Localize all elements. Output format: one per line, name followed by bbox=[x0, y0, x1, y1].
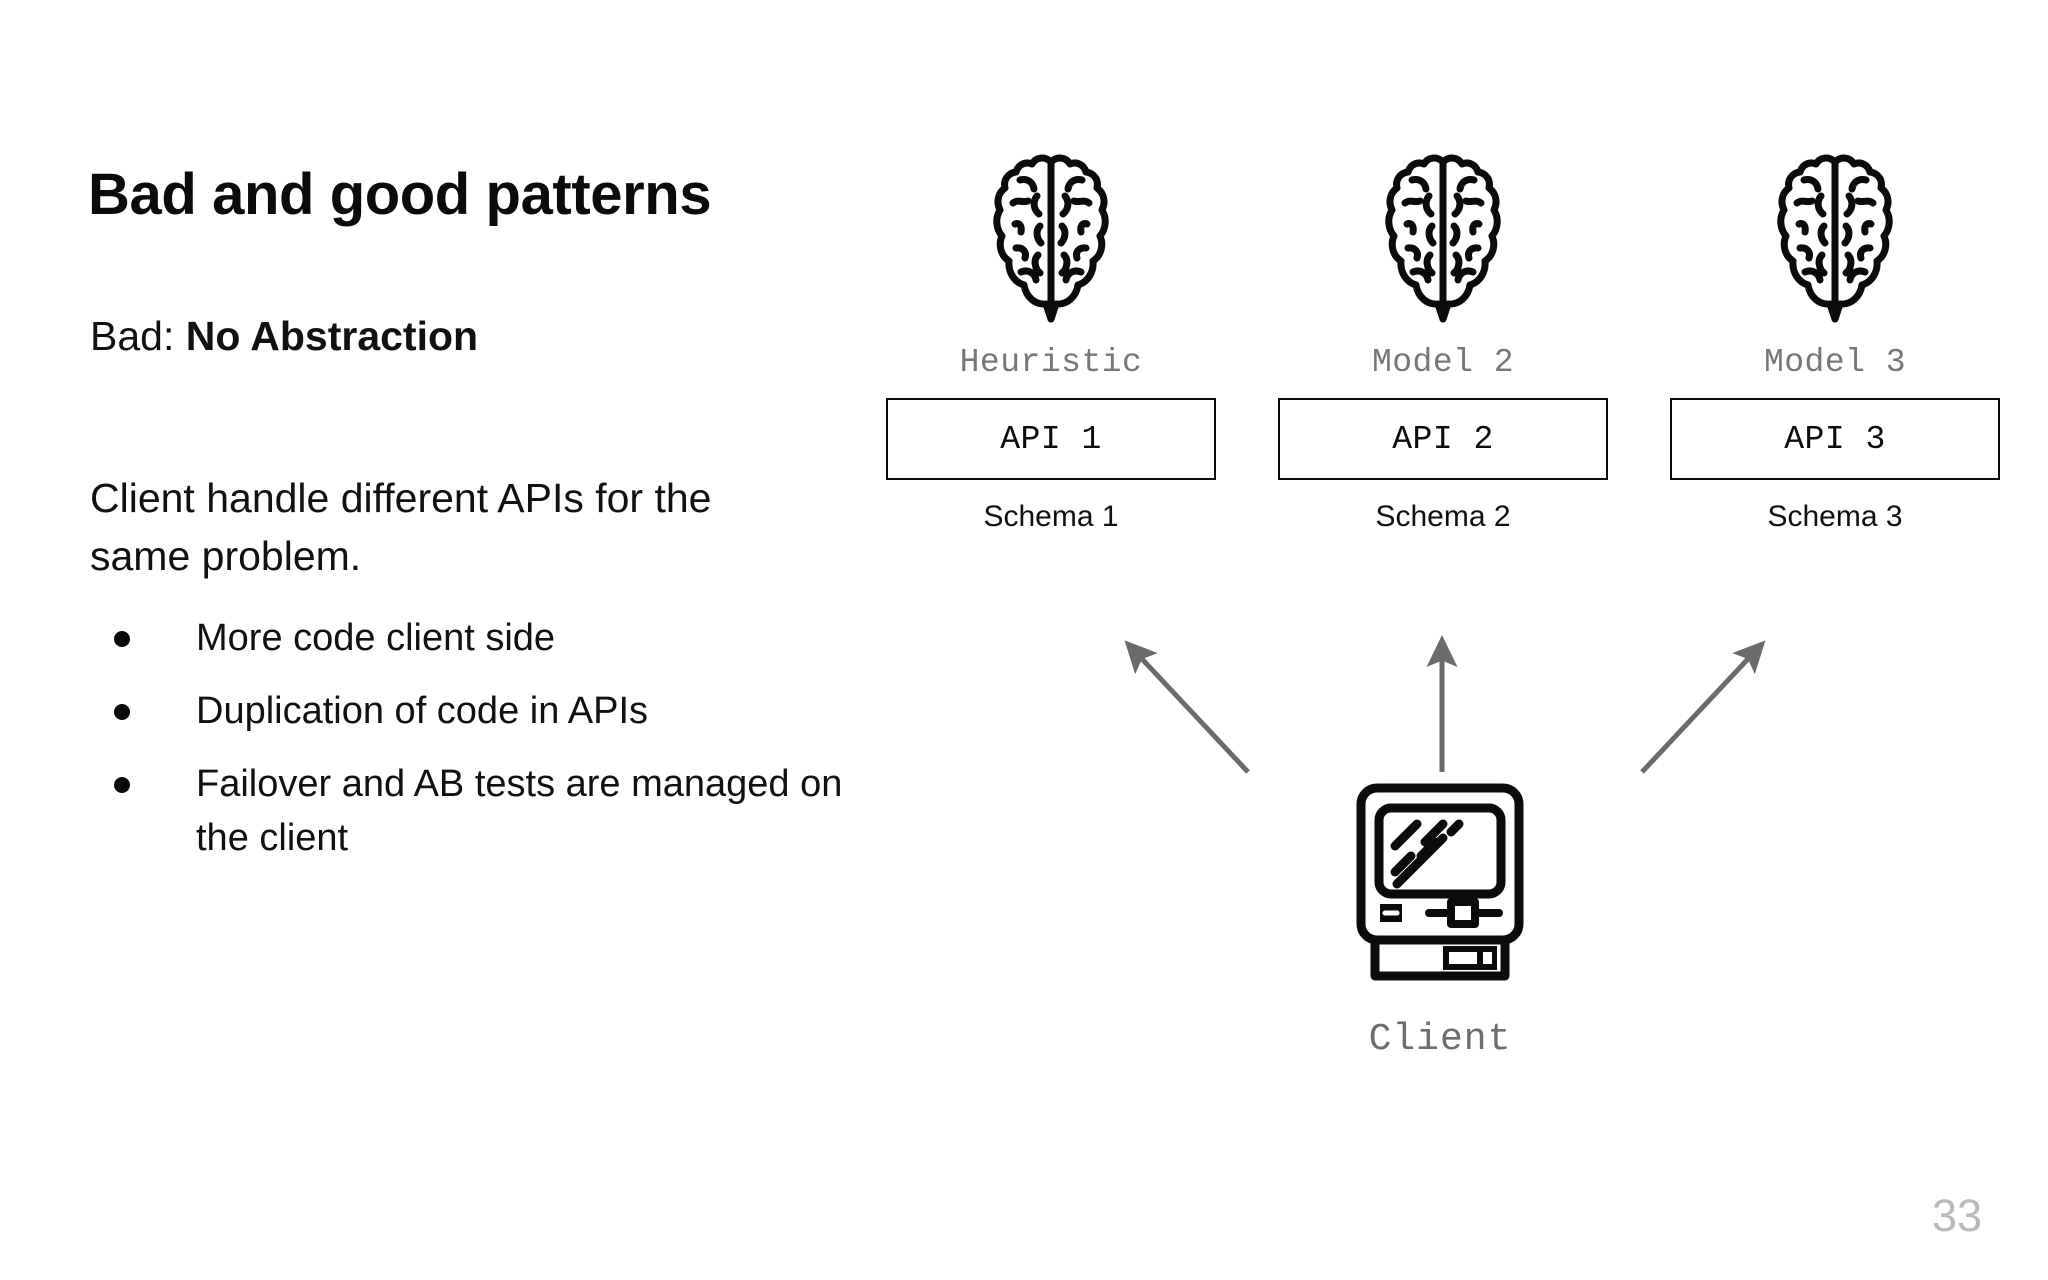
brain-icon bbox=[1670, 150, 2000, 330]
node-label: Heuristic bbox=[959, 344, 1143, 381]
arrow-client-to-api-3 bbox=[1640, 640, 1766, 774]
diagram-column-1: Heuristic API 1 Schema 1 bbox=[886, 150, 1216, 534]
list-item-label: Failover and AB tests are managed on the… bbox=[196, 762, 843, 859]
api-box-2[interactable]: API 2 bbox=[1278, 398, 1608, 480]
api-box-label: API 2 bbox=[1392, 420, 1494, 458]
node-label: Model 2 bbox=[1371, 344, 1515, 381]
desktop-computer-icon bbox=[1356, 783, 1524, 981]
schema-label: Schema 1 bbox=[983, 500, 1119, 533]
arrow-client-to-api-1 bbox=[1124, 640, 1250, 774]
bullet-dot-icon bbox=[114, 631, 130, 647]
node-label: Model 3 bbox=[1763, 344, 1907, 381]
page-title: Bad and good patterns bbox=[88, 161, 712, 227]
list-item: Duplication of code in APIs bbox=[108, 685, 848, 739]
schema-label: Schema 2 bbox=[1375, 500, 1511, 533]
bullet-list: More code client side Duplication of cod… bbox=[108, 612, 848, 885]
list-item-label: Duplication of code in APIs bbox=[196, 689, 649, 732]
bullet-dot-icon bbox=[114, 776, 130, 793]
subhead-emphasis: No Abstraction bbox=[185, 313, 479, 359]
schema-label: Schema 3 bbox=[1767, 500, 1903, 533]
api-box-3[interactable]: API 3 bbox=[1670, 398, 2000, 480]
lead-paragraph: Client handle different APIs for the sam… bbox=[90, 475, 712, 580]
client-node: Client bbox=[880, 780, 2000, 1061]
api-box-label: API 3 bbox=[1784, 420, 1886, 458]
brain-icon bbox=[886, 150, 1216, 330]
api-box-label: API 1 bbox=[1000, 420, 1102, 458]
list-item: More code client side bbox=[108, 612, 848, 666]
list-item-label: More code client side bbox=[196, 617, 556, 659]
architecture-diagram: Heuristic API 1 Schema 1 bbox=[880, 150, 2000, 1160]
list-item: Failover and AB tests are managed on the… bbox=[108, 758, 848, 866]
subhead: Bad: No Abstraction bbox=[90, 313, 478, 360]
subhead-prefix: Bad: bbox=[90, 313, 186, 359]
client-label: Client bbox=[1368, 1018, 1512, 1061]
api-box-1[interactable]: API 1 bbox=[886, 398, 1216, 480]
diagram-column-2: Model 2 API 2 Schema 2 bbox=[1278, 150, 1608, 534]
page-number: 33 bbox=[1931, 1190, 1982, 1241]
bullet-dot-icon bbox=[114, 703, 130, 720]
brain-icon bbox=[1278, 150, 1608, 330]
diagram-column-3: Model 3 API 3 Schema 3 bbox=[1670, 150, 2000, 534]
